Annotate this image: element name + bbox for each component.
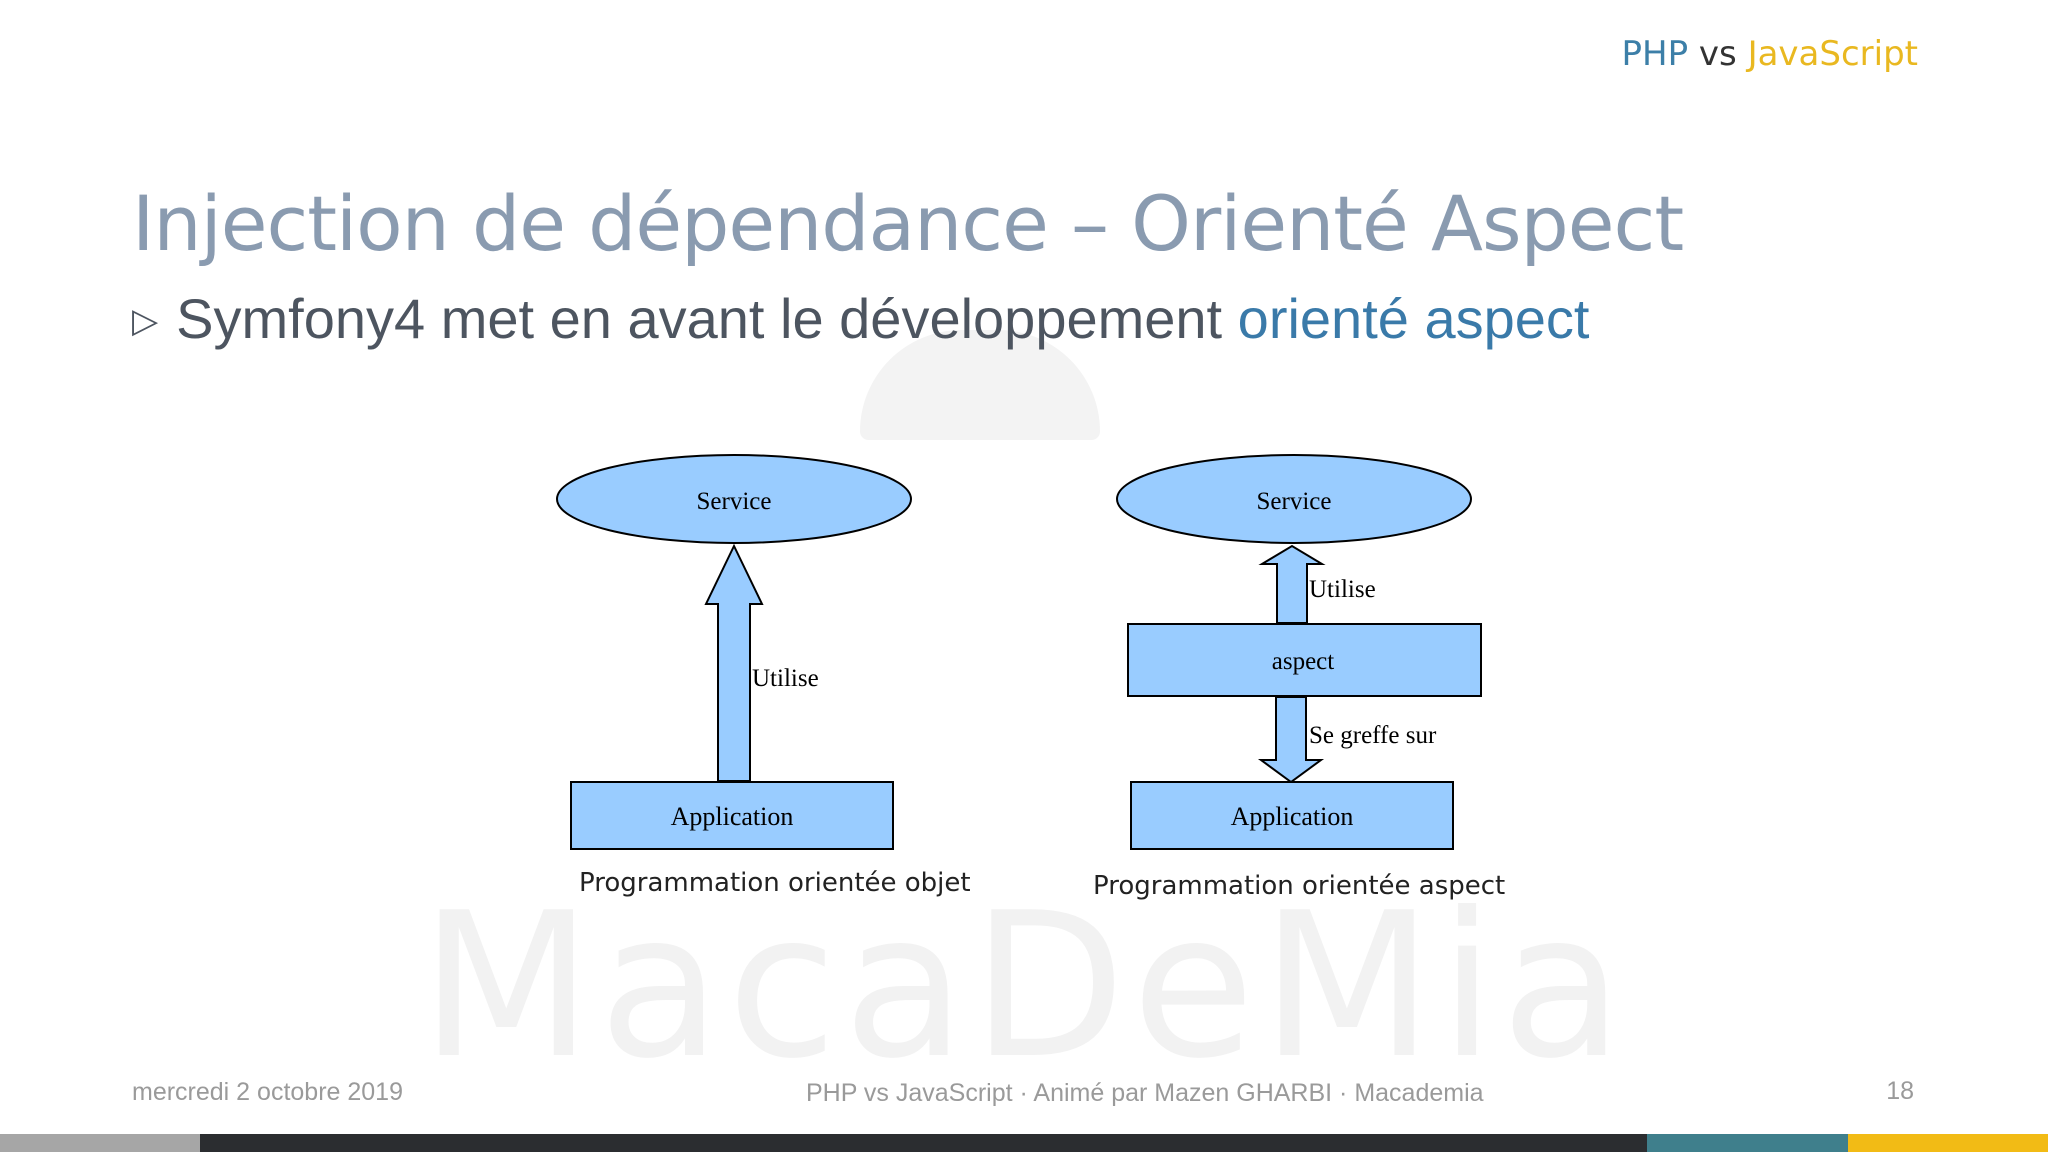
right-diagram: Service Utilise aspect Se greffe sur App… bbox=[1116, 454, 1482, 850]
slide-title: Injection de dépendance – Orienté Aspect bbox=[132, 178, 1684, 268]
right-uses-arrow bbox=[1258, 544, 1326, 624]
course-tag-javascript: JavaScript bbox=[1747, 34, 1918, 74]
aspect-label: aspect bbox=[1272, 648, 1335, 675]
bar-segment-yellow bbox=[1848, 1134, 2048, 1152]
course-tag: PHP vs JavaScript bbox=[1622, 34, 1918, 74]
bottom-color-bar bbox=[0, 1134, 2048, 1152]
right-application-box bbox=[1130, 781, 1454, 850]
aspect-box bbox=[1127, 623, 1482, 697]
bar-segment-grey bbox=[0, 1134, 200, 1152]
bullet-text: Symfony4 met en avant le développement bbox=[176, 287, 1238, 350]
caption-oop: Programmation orientée objet bbox=[579, 868, 971, 898]
caption-aop: Programmation orientée aspect bbox=[1093, 871, 1506, 901]
footer-course-info: PHP vs JavaScript · Animé par Mazen GHAR… bbox=[806, 1079, 1484, 1107]
graft-label: Se greffe sur bbox=[1309, 722, 1437, 749]
bullet-highlight: orienté aspect bbox=[1237, 287, 1590, 350]
left-uses-label: Utilise bbox=[752, 665, 819, 692]
bar-segment-teal bbox=[1647, 1134, 1848, 1152]
left-uses-arrow bbox=[704, 543, 764, 782]
right-service-label: Service bbox=[1257, 488, 1332, 515]
watermark-logo-text: MacaDeMia bbox=[420, 870, 1630, 1103]
left-application-label: Application bbox=[671, 802, 794, 831]
footer-date: mercredi 2 octobre 2019 bbox=[132, 1078, 403, 1106]
right-uses-label: Utilise bbox=[1309, 576, 1376, 603]
left-diagram: Service Utilise Application bbox=[556, 454, 912, 850]
course-tag-vs: vs bbox=[1698, 34, 1737, 74]
left-service-label: Service bbox=[697, 488, 772, 515]
graft-arrow bbox=[1257, 696, 1325, 784]
right-application-label: Application bbox=[1231, 802, 1354, 831]
course-tag-php: PHP bbox=[1621, 34, 1689, 74]
left-application-box bbox=[570, 781, 894, 850]
triangle-bullet-icon: ▷ bbox=[132, 302, 159, 340]
bar-segment-dark bbox=[200, 1134, 1647, 1152]
right-service-ellipse bbox=[1116, 454, 1472, 544]
page-number: 18 bbox=[1886, 1077, 1914, 1105]
left-service-ellipse bbox=[556, 454, 912, 544]
bullet-item: ▷Symfony4 met en avant le développement … bbox=[132, 286, 1589, 351]
